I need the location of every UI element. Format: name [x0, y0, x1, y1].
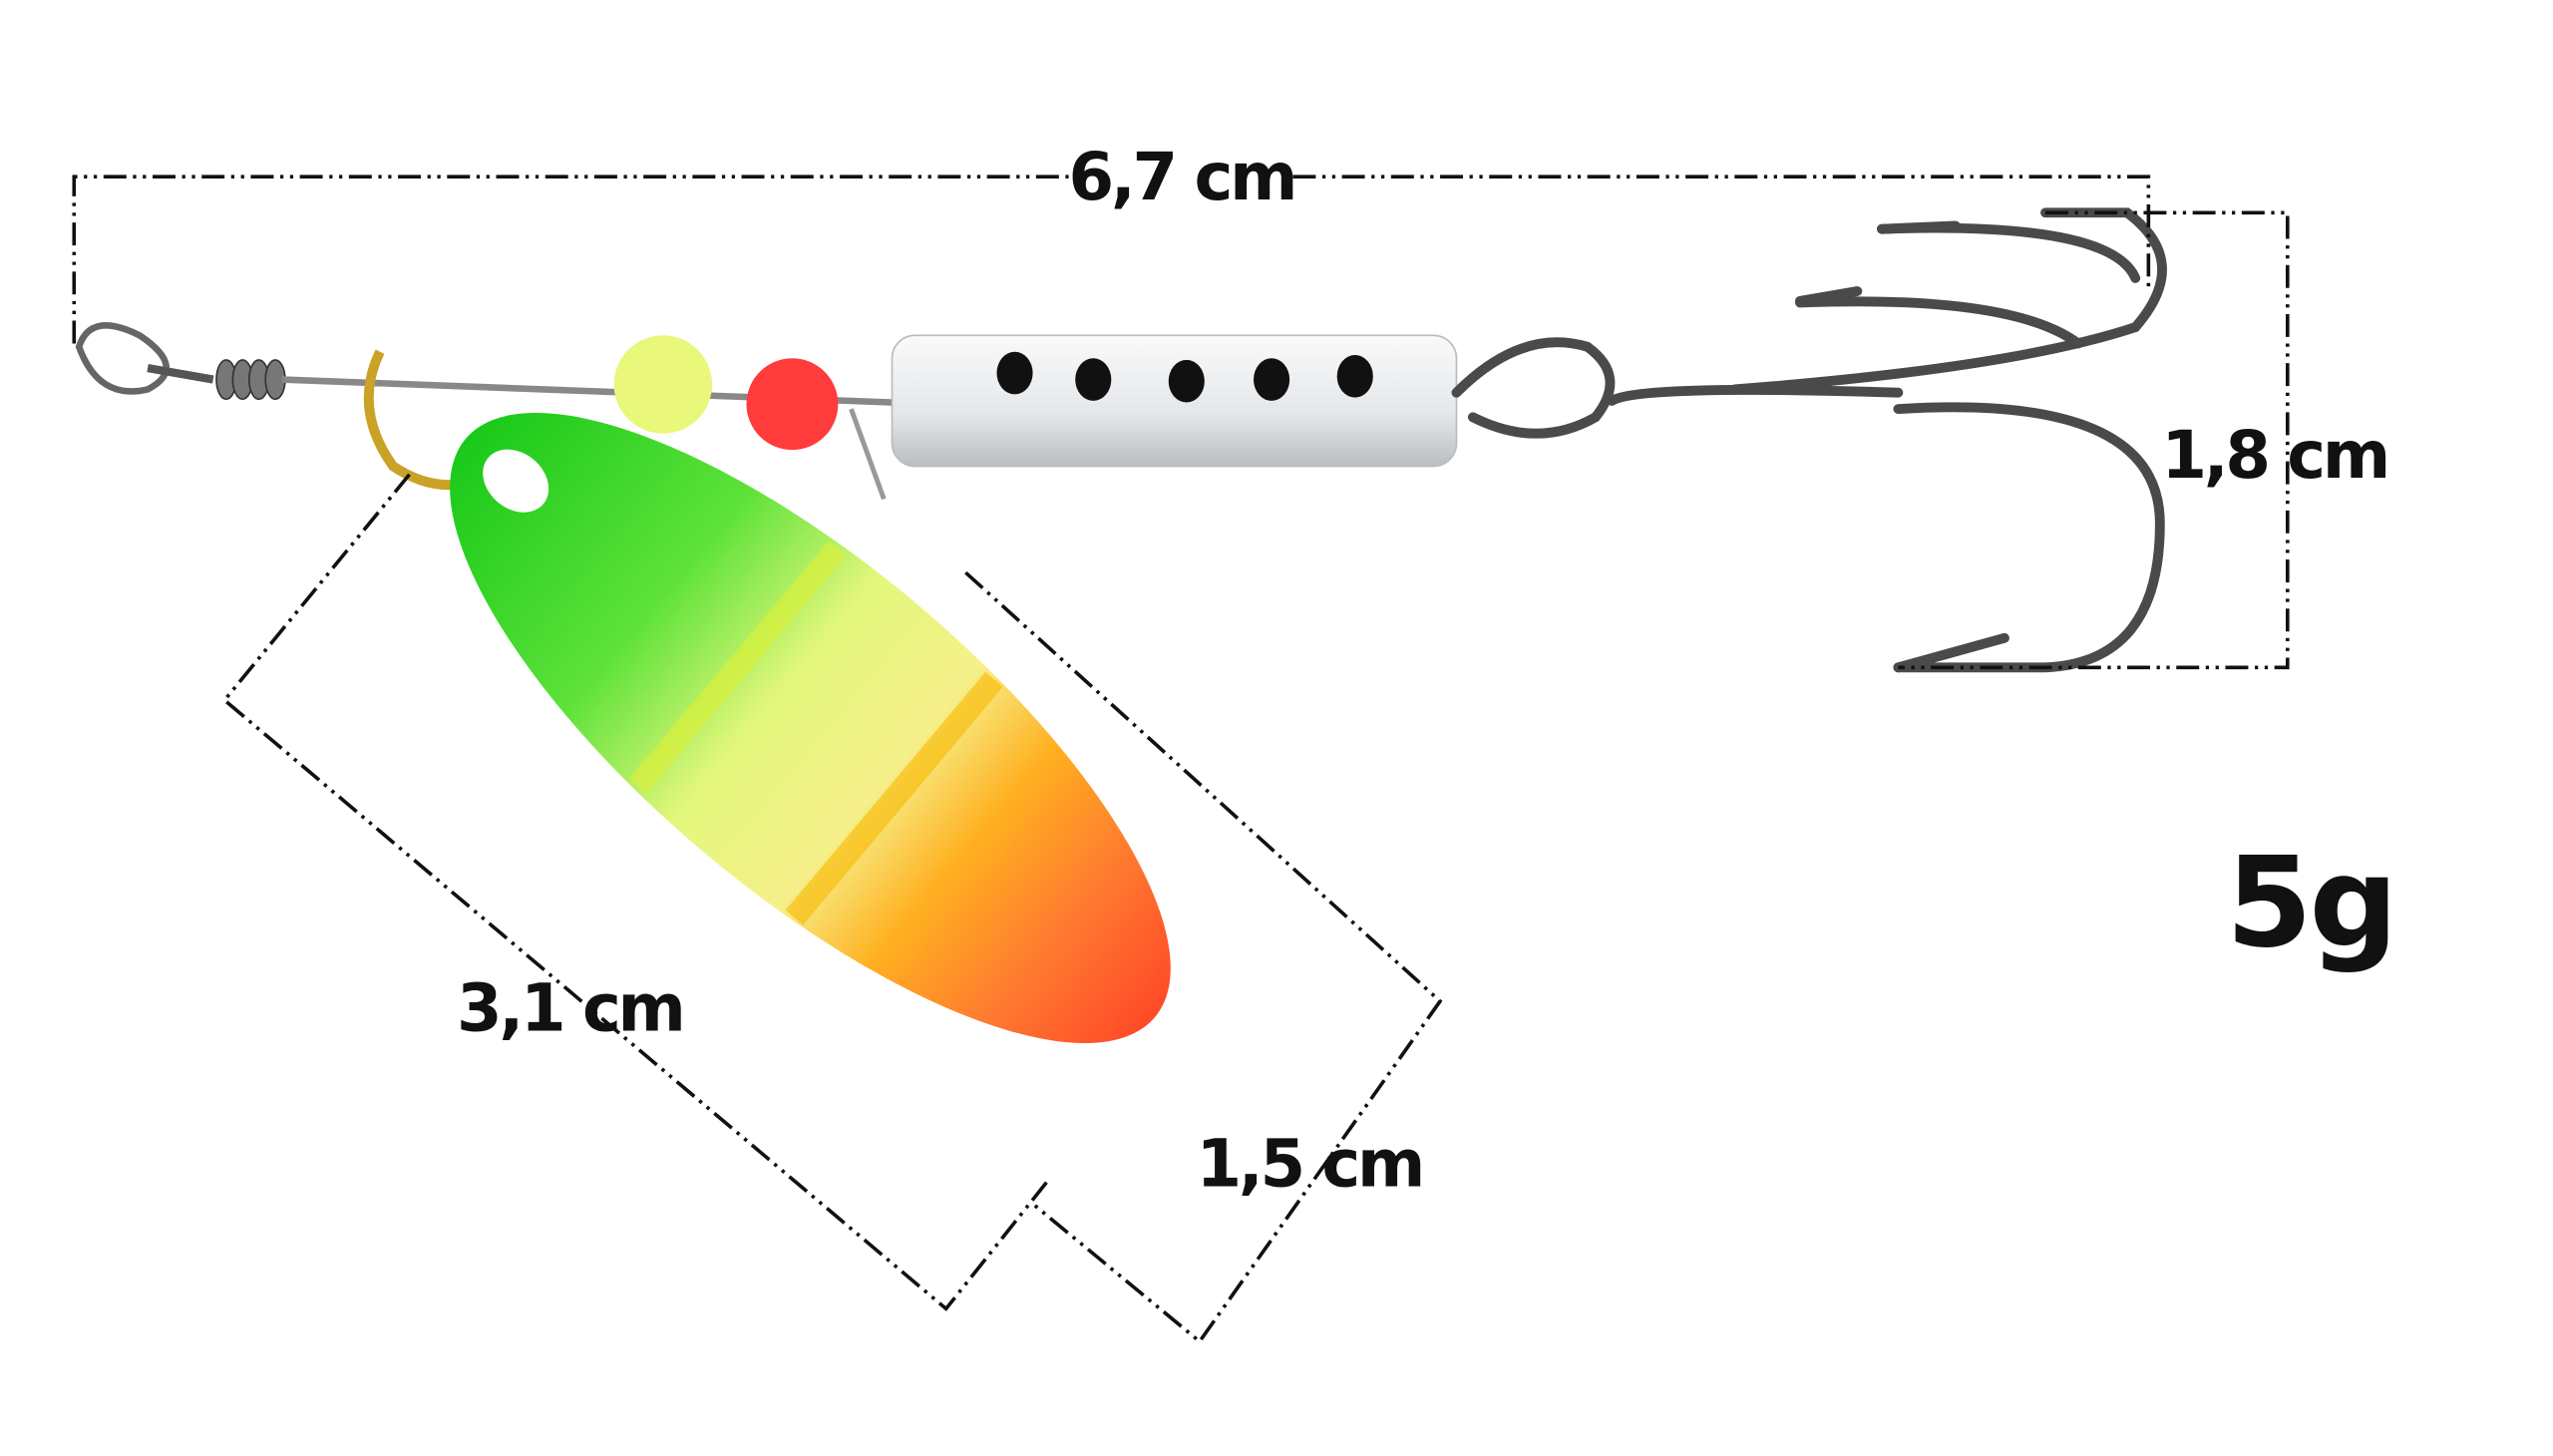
blade-hole: [483, 449, 549, 513]
bead-red: [746, 358, 839, 451]
bead-yellow: [613, 335, 713, 434]
blade-length-label: 3,1 cm: [457, 970, 683, 1046]
body-dots: [996, 351, 1373, 403]
spinner-blade: [450, 412, 1171, 1044]
lure-body: [891, 334, 1458, 468]
blade-width-label: 1,5 cm: [1196, 1126, 1422, 1202]
dimension-lines: [72, 175, 2290, 1344]
hook-height-label: 1,8 cm: [2161, 418, 2387, 494]
weight-label: 5g: [2226, 831, 2394, 975]
treble-hook: [1451, 207, 2167, 673]
total-length-label: 6,7 cm: [1069, 140, 1295, 215]
